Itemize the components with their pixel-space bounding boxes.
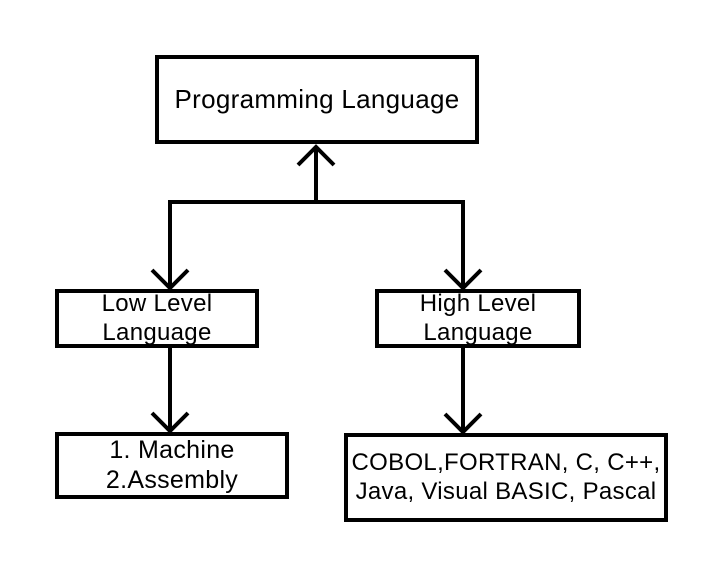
- node-machine-assembly-label-line1: 1. Machine: [109, 436, 235, 464]
- node-low-level-language: Low Level Language: [55, 289, 259, 348]
- node-high-level-examples: COBOL,FORTRAN, C, C++, Java, Visual BASI…: [344, 433, 668, 522]
- edge-branch-to-root-up-arrow: [296, 144, 336, 204]
- edge-branch-to-high-level-arrow: [443, 200, 483, 291]
- node-high-level-examples-label-line1: COBOL,FORTRAN, C, C++,: [351, 449, 661, 477]
- node-high-level-examples-label-line2: Java, Visual BASIC, Pascal: [355, 477, 657, 505]
- edge-branch-to-low-level-arrow: [150, 200, 190, 291]
- node-low-level-language-label-line2: Language: [102, 318, 212, 346]
- node-high-level-language-label-line2: Language: [423, 318, 533, 346]
- node-high-level-language: High Level Language: [375, 289, 581, 348]
- node-machine-assembly: 1. Machine 2.Assembly: [55, 432, 289, 499]
- node-programming-language: Programming Language: [155, 55, 479, 144]
- node-programming-language-label: Programming Language: [174, 84, 460, 115]
- edge-low-level-to-types-arrow: [150, 347, 190, 434]
- node-high-level-language-label-line1: High Level: [419, 290, 537, 318]
- edge-high-level-to-examples-arrow: [443, 347, 483, 435]
- node-machine-assembly-label-line2: 2.Assembly: [105, 465, 239, 494]
- node-low-level-language-label-line1: Low Level: [101, 290, 213, 318]
